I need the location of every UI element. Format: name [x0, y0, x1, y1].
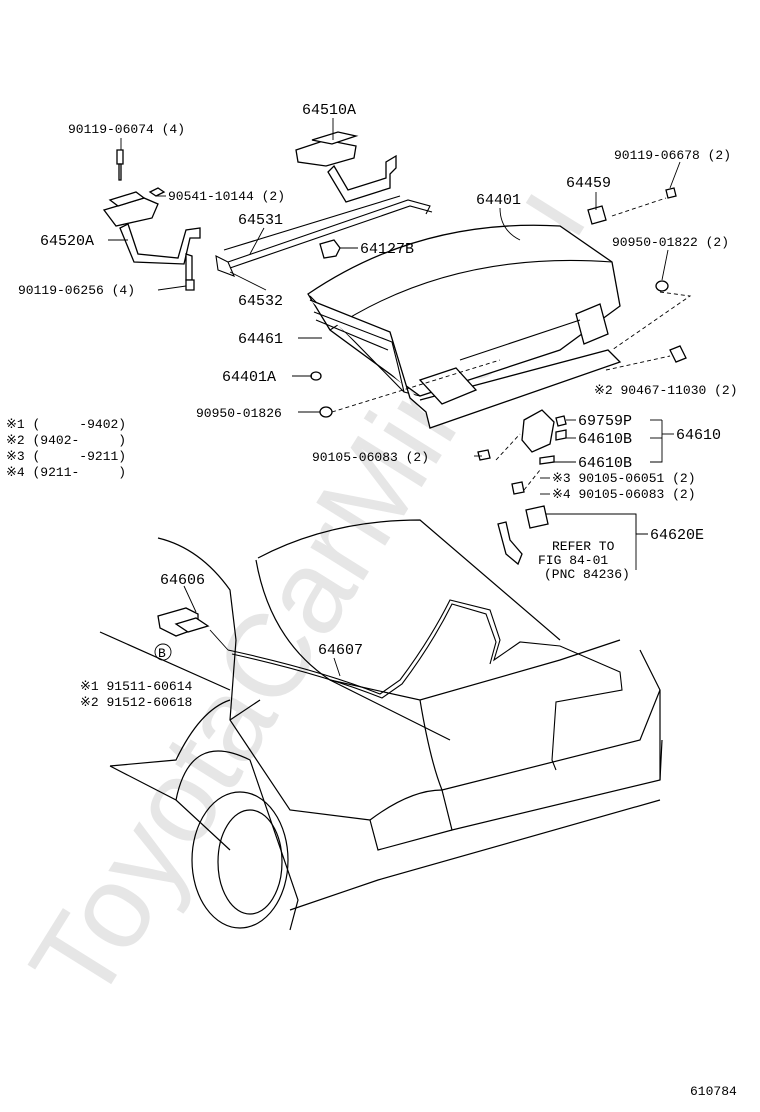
remark-1: ※1 ( -9402): [6, 417, 126, 432]
label-64401: 64401: [476, 192, 521, 209]
b-marker-label: B: [158, 646, 166, 661]
trunk-lid-64401: [307, 224, 622, 429]
stopper-64459: [587, 205, 607, 225]
grommet-90950-01822: [655, 280, 669, 292]
label-64607: 64607: [318, 642, 363, 659]
label-90105-06051: ※3 90105-06051 (2): [552, 471, 696, 486]
label-64401a: 64401A: [222, 369, 276, 386]
label-64459: 64459: [566, 175, 611, 192]
label-64606: 64606: [160, 572, 205, 589]
label-90541-10144: 90541-10144 (2): [168, 189, 285, 204]
leader-lines: [108, 118, 681, 677]
cushion-64127b: [319, 239, 341, 259]
label-69759p: 69759P: [578, 413, 632, 430]
label-90119-06074: 90119-06074 (4): [68, 122, 185, 137]
label-90950-01822: 90950-01822 (2): [612, 235, 729, 250]
label-91511-60614: ※1 91511-60614: [80, 679, 193, 694]
hinge-assembly-left: [102, 149, 201, 291]
label-64610b-lower: 64610B: [578, 455, 632, 472]
labels: 90119-06074 (4) 64510A 90541-10144 (2) 6…: [6, 102, 738, 1099]
label-64610b-upper: 64610B: [578, 431, 632, 448]
plug-64401a: [310, 371, 322, 381]
remark-4: ※4 (9211- ): [6, 465, 126, 480]
label-91512-60618: ※2 91512-60618: [80, 695, 192, 710]
cable-64607: [227, 599, 623, 771]
label-64510a: 64510A: [302, 102, 356, 119]
b-marker-circle: [154, 643, 172, 661]
label-64127b: 64127B: [360, 241, 414, 258]
figure-number: 610784: [690, 1084, 737, 1099]
label-90119-06678: 90119-06678 (2): [614, 148, 731, 163]
label-64520a: 64520A: [40, 233, 94, 250]
remark-3: ※3 ( -9211): [6, 449, 126, 464]
label-64532: 64532: [238, 293, 283, 310]
label-64531: 64531: [238, 212, 283, 229]
lock-assembly: [477, 345, 687, 566]
torsion-bars: [215, 195, 433, 277]
refer-figure-label: FIG 84-01: [538, 553, 608, 568]
label-90119-06256: 90119-06256 (4): [18, 283, 135, 298]
plug-90950-01826: [319, 406, 333, 418]
label-64610: 64610: [676, 427, 721, 444]
bolt-90119-06678: [665, 187, 677, 199]
label-64461: 64461: [238, 331, 283, 348]
label-64620e: 64620E: [650, 527, 704, 544]
opener-lever-64606: [157, 607, 229, 651]
refer-to-label: REFER TO: [552, 539, 615, 554]
hinge-64510a: [295, 131, 397, 203]
label-90105-06083-s4: ※4 90105-06083 (2): [552, 487, 696, 502]
remark-2: ※2 (9402- ): [6, 433, 126, 448]
car-body: [99, 519, 663, 931]
label-90467-11030: ※2 90467-11030 (2): [594, 383, 738, 398]
label-90950-01826: 90950-01826: [196, 406, 282, 421]
label-90105-06083: 90105-06083 (2): [312, 450, 429, 465]
refer-pnc-label: (PNC 84236): [544, 567, 630, 582]
